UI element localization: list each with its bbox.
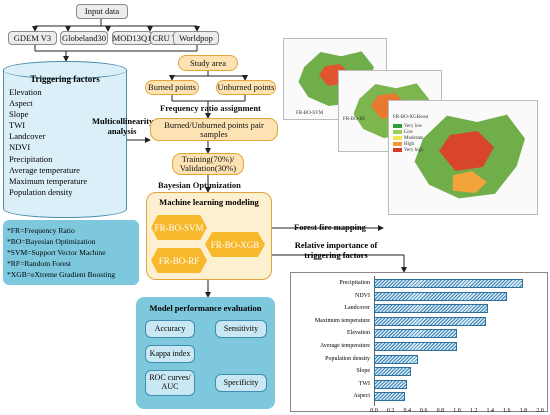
- factor-item: Aspect: [9, 98, 33, 109]
- forest-fire-mapping-label: Forest fire mapping: [294, 222, 366, 232]
- x-tick-label: 0.6: [420, 408, 428, 414]
- legend-item: Very low: [393, 123, 424, 129]
- legend-item: Moderate: [393, 135, 424, 141]
- x-tick-label: 0.0: [370, 408, 378, 414]
- cylinder-top: [3, 61, 127, 79]
- burned-points-box: Burned points: [145, 80, 199, 95]
- importance-bar: [374, 367, 412, 377]
- x-tick-label: 1.2: [469, 408, 478, 414]
- source-globeland: Globeland30: [60, 31, 108, 45]
- x-tick-label: 0.4: [403, 408, 411, 414]
- training-validation-box: Training(70%)/ Validation(30%): [172, 153, 244, 175]
- x-tick-label: 1.6: [503, 408, 511, 414]
- y-tick-label: Landcover: [344, 305, 370, 312]
- source-mod13q1: MOD13Q1: [112, 31, 152, 45]
- map-label: FR-BO-SVM: [296, 111, 324, 116]
- factor-item: Elevation: [9, 87, 42, 97]
- legend-item: Very high: [393, 147, 424, 153]
- triggering-factors-title: Triggering factors: [30, 74, 100, 84]
- map-legend: Very low Low Moderate High Very high: [393, 123, 424, 153]
- x-tick-label: 0.8: [436, 408, 445, 414]
- map-label: FR-BO-XGBoost: [393, 115, 429, 120]
- x-tick-label: 2.0: [536, 408, 544, 414]
- importance-bar: [374, 342, 457, 351]
- abbr-rf: *RF=Random Forest: [7, 259, 71, 268]
- abbreviations-box: *FR=Frequency Ratio *BO=Bayesian Optimiz…: [3, 220, 139, 285]
- importance-bar: [374, 279, 524, 288]
- model-svm: FR-BO-SVM: [151, 215, 207, 240]
- factor-item: Slope: [9, 109, 29, 120]
- x-tick-label: 1.8: [519, 408, 528, 414]
- metric-sensitivity: Sensitivity: [215, 320, 267, 338]
- bayesian-optimization-label: Bayesian Optimization: [158, 180, 241, 190]
- study-area-box: Study area: [178, 55, 238, 71]
- factor-item: Average temperature: [9, 164, 80, 175]
- y-tick-label: Elevation: [347, 330, 370, 337]
- metric-accuracy: Accuracy: [145, 320, 195, 338]
- source-gdem: GDEM V3: [8, 31, 57, 45]
- unburned-points-box: Unburned points: [216, 80, 276, 95]
- factor-item: Landcover: [9, 131, 46, 142]
- model-xgb: FR-BO-XGB: [205, 232, 265, 257]
- y-tick-label: Aspect: [353, 393, 370, 400]
- y-tick-label: NDVI: [355, 292, 370, 299]
- multicollinearity-label: Multicollinearity analysis: [92, 116, 154, 136]
- factor-item: Population density: [9, 186, 73, 197]
- legend-item: High: [393, 141, 424, 147]
- y-tick-label: Maximum temperature: [314, 317, 370, 324]
- x-tick-label: 0.2: [386, 408, 395, 414]
- y-tick-label: Precipitation: [339, 280, 370, 286]
- abbr-fr: *FR=Frequency Ratio: [7, 226, 75, 235]
- importance-bar: [374, 291, 507, 301]
- abbr-svm: *SVM=Support Vector Machine: [7, 248, 106, 257]
- metric-kappa: Kappa index: [145, 345, 195, 363]
- map-panel-xgb: FR-BO-XGBoost Very low Low Moderate High…: [388, 100, 538, 215]
- relative-importance-label: Relative importance of triggering factor…: [294, 240, 378, 260]
- abbr-bo: *BO=Bayesian Optimization: [7, 237, 96, 246]
- x-tick-label: 1.4: [486, 408, 494, 414]
- frequency-ratio-label: Frequency ratio assignment: [160, 103, 261, 113]
- y-tick-label: Average temperature: [319, 343, 370, 349]
- importance-bar: [374, 354, 418, 364]
- triggering-factors-list: Elevation Aspect Slope TWI Landcover NDV…: [9, 87, 87, 198]
- importance-bar: [374, 329, 457, 339]
- y-tick-label: Slope: [356, 368, 370, 375]
- factor-item: Maximum temperature: [9, 175, 88, 186]
- y-tick-label: TWI: [358, 380, 370, 387]
- model-rf: FR-BO-RF: [151, 248, 207, 273]
- triggering-factors-cylinder: Triggering factors Elevation Aspect Slop…: [3, 61, 127, 218]
- legend-item: Low: [393, 129, 424, 135]
- factor-item: Precipitation: [9, 153, 53, 164]
- input-data-box: Input data: [76, 4, 128, 19]
- x-axis-line: [374, 276, 375, 406]
- metric-specificity: Specificity: [215, 374, 267, 392]
- importance-bar: [374, 304, 488, 314]
- ml-modeling-title: Machine learning modeling: [159, 197, 259, 207]
- x-tick-label: 1.0: [453, 408, 461, 414]
- importance-bar: [374, 392, 405, 402]
- source-worldpop: Worldpop: [173, 31, 219, 45]
- factor-item: TWI: [9, 120, 26, 131]
- metric-roc-auc: ROC curves/ AUC: [145, 370, 195, 396]
- map-hotspot: [452, 171, 487, 193]
- importance-bar: [374, 316, 487, 326]
- y-tick-label: Population density: [325, 355, 370, 362]
- importance-bar: [374, 379, 408, 389]
- abbr-xgb: *XGB=eXtreme Gradient Boosting: [7, 270, 116, 279]
- factor-item: NDVI: [9, 142, 31, 153]
- evaluation-title: Model performance evaluation: [149, 303, 262, 313]
- map-label: FR-BO-RF: [343, 117, 366, 122]
- pair-samples-box: Burned/Unburned points pair samples: [150, 118, 278, 141]
